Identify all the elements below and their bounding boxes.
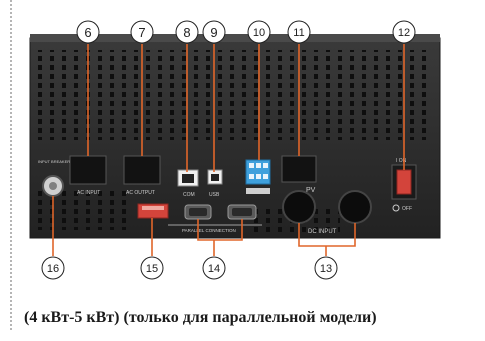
input-breaker-label: INPUT BREAKER — [38, 159, 70, 164]
callout-13-label: 13 — [320, 263, 332, 275]
callout-7-label: 7 — [138, 25, 145, 40]
usb-label: USB — [209, 192, 220, 198]
usb-port-socket — [211, 174, 219, 181]
callout-8: 8 — [175, 20, 199, 44]
callout-6-circle — [76, 20, 100, 44]
terminal-pin-2 — [256, 163, 261, 168]
dotted-border — [10, 0, 12, 330]
callout-9: 9 — [202, 20, 226, 44]
leader-line-14 — [197, 219, 243, 241]
callout-12: 12 — [392, 20, 416, 44]
ac-output-port — [123, 155, 161, 185]
callout-11-label: 11 — [293, 27, 304, 39]
panel-top-edge — [30, 34, 440, 42]
parallel-port-right-socket — [232, 208, 252, 216]
callout-15: 15 — [140, 256, 164, 280]
terminal-pin-6 — [263, 174, 268, 179]
dip-switch-bank — [142, 206, 164, 210]
callout-12-label: 12 — [398, 27, 410, 39]
callout-12-circle — [392, 20, 416, 44]
switch-off-label: OFF — [402, 206, 412, 212]
callout-8-circle — [175, 20, 199, 44]
parallel-connection-label: PARALLEL CONNECTION — [182, 228, 236, 233]
callout-10-label: 10 — [253, 27, 265, 39]
power-switch — [396, 169, 412, 195]
ac-output-label: AC OUTPUT — [126, 190, 155, 196]
pv-label: PV — [306, 187, 316, 194]
callout-15-circle — [140, 256, 164, 280]
terminal-pin-5 — [256, 174, 261, 179]
ac-input-port — [69, 155, 107, 185]
terminal-pin-4 — [249, 174, 254, 179]
callout-14-label: 14 — [208, 263, 220, 275]
callout-16-label: 16 — [47, 263, 59, 275]
vent-slots-upper — [36, 50, 434, 140]
switch-on-label: I ON — [396, 158, 407, 164]
dc-input-label: DC INPUT — [308, 229, 337, 235]
callout-10: 10 — [247, 20, 271, 44]
dc-terminal-negative — [338, 190, 372, 224]
parallel-port-left-socket — [189, 208, 207, 216]
callout-14: 14 — [202, 256, 226, 280]
callout-16-circle — [41, 256, 65, 280]
ac-input-label: AC INPUT — [77, 190, 100, 196]
callout-9-label: 9 — [210, 25, 217, 40]
leader-line-13 — [298, 223, 356, 247]
dc-terminal-positive — [282, 190, 316, 224]
pv-port — [281, 155, 317, 183]
callout-13-circle — [314, 256, 338, 280]
callout-11-circle — [287, 20, 311, 44]
callouts: 6 7 8 9 10 11 12 13 — [41, 20, 416, 280]
leader-lines — [52, 44, 405, 256]
callout-15-label: 15 — [146, 263, 158, 275]
terminal-label-strip — [246, 188, 270, 194]
callout-14-circle — [202, 256, 226, 280]
terminal-pin-1 — [249, 163, 254, 168]
callout-9-circle — [202, 20, 226, 44]
callout-7: 7 — [130, 20, 154, 44]
terminal-pin-3 — [263, 163, 268, 168]
input-breaker-knob-center — [49, 182, 57, 190]
inverter-panel-diagram: AC INPUT AC OUTPUT COM USB PV I ON OFF I… — [29, 20, 441, 280]
callout-16: 16 — [41, 256, 65, 280]
callout-10-circle — [247, 20, 271, 44]
callout-6: 6 — [76, 20, 100, 44]
callout-13: 13 — [314, 256, 338, 280]
figure-caption: (4 кВт-5 кВт) (только для параллельной м… — [24, 309, 377, 326]
com-port-socket — [182, 174, 194, 183]
callout-8-label: 8 — [183, 25, 190, 40]
com-label: COM — [183, 192, 195, 198]
callout-7-circle — [130, 20, 154, 44]
callout-11: 11 — [287, 20, 311, 44]
callout-6-label: 6 — [84, 25, 91, 40]
power-symbol-icon — [392, 204, 400, 212]
